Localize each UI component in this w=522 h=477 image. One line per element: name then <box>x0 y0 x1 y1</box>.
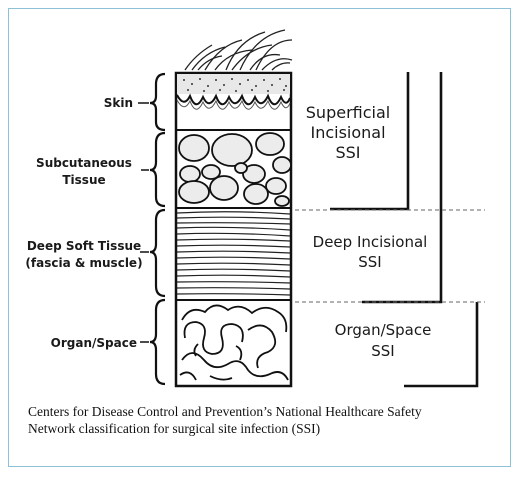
label-organ-space: Organ/Space <box>51 336 137 350</box>
figure-caption: Centers for Disease Control and Preventi… <box>28 403 498 437</box>
organ-space-ssi-2: SSI <box>371 342 394 360</box>
superficial-ssi-1: Superficial <box>306 103 390 122</box>
superficial-ssi-2: Incisional <box>310 123 385 142</box>
brace-leaders <box>138 102 149 343</box>
caption-line-2: Network classification for surgical site… <box>28 421 321 436</box>
label-subcutaneous-2: Tissue <box>62 173 105 187</box>
fascia-muscle-layer <box>176 211 291 296</box>
ssi-diagram: Skin Subcutaneous Tissue Deep Soft Tissu… <box>25 29 485 388</box>
deep-incisional-ssi-1: Deep Incisional <box>313 233 428 251</box>
organ-space-ssi-1: Organ/Space <box>335 321 432 339</box>
organ-space-layer <box>179 304 289 381</box>
left-braces <box>149 72 166 386</box>
tissue-column <box>174 71 293 388</box>
label-subcutaneous: Subcutaneous <box>36 156 132 170</box>
superficial-ssi-3: SSI <box>335 143 360 162</box>
label-fascia-muscle: (fascia & muscle) <box>25 256 142 270</box>
label-deep-soft-tissue: Deep Soft Tissue <box>27 239 141 253</box>
caption-line-1: Centers for Disease Control and Preventi… <box>28 404 422 419</box>
deep-incisional-ssi-2: SSI <box>358 253 381 271</box>
hair-strands <box>184 29 293 71</box>
skin-layer <box>176 74 291 131</box>
label-skin: Skin <box>104 96 133 110</box>
subcutaneous-layer <box>178 132 292 207</box>
dashed-separators <box>295 209 485 303</box>
